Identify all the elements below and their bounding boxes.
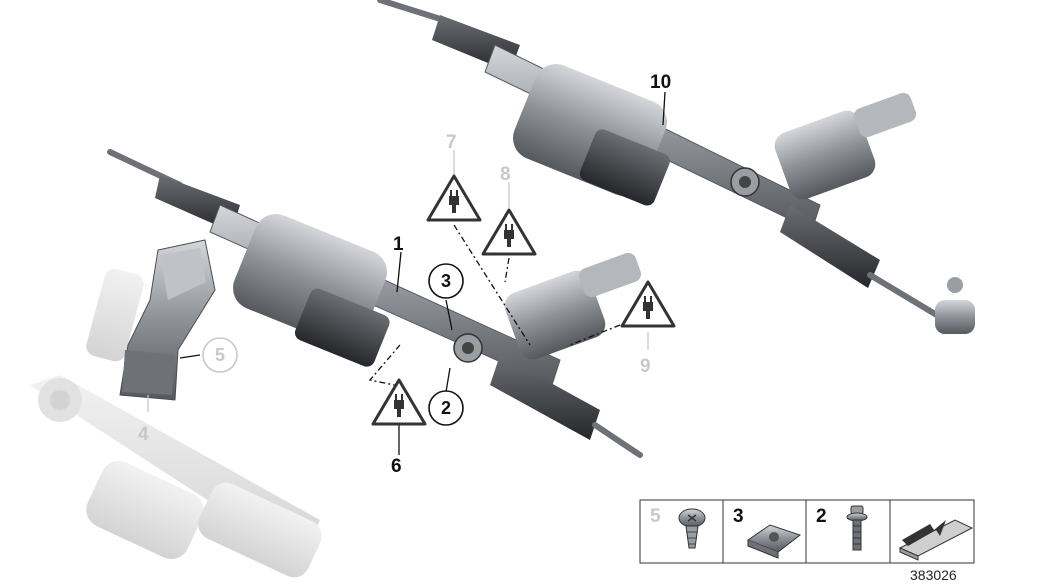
callout-circle-2: 2 [428,390,464,426]
callout-10: 10 [650,72,671,93]
bolt-icon [846,505,868,551]
callout-1: 1 [393,234,404,255]
callout-9: 9 [640,356,651,377]
legend-label-3: 3 [733,506,744,527]
plug-icon [449,190,459,213]
callout-6: 6 [391,456,402,477]
callout-3: 3 [441,271,451,291]
heat-shield [119,239,216,401]
callout-2: 2 [441,398,451,418]
steering-gear-10 [377,0,975,334]
legend-label-2: 2 [816,506,827,527]
ghost-steering-gear [30,268,322,578]
warning-triangle-6 [371,378,427,426]
plug-icon [394,394,404,417]
plug-icon [643,296,653,319]
callout-4: 4 [138,424,149,445]
warning-triangle-9 [620,280,676,328]
leader-lines [147,91,666,455]
callout-circle-5: 5 [202,337,238,373]
warning-triangle-8 [481,208,537,256]
fastener-legend: 5 3 2 [639,499,975,564]
callout-8: 8 [500,164,511,185]
clip-nut-icon [746,524,802,559]
steering-gear-1 [107,149,643,458]
diagram-id-caption: 383026 [910,567,957,583]
callout-5: 5 [215,345,225,365]
filler-arrow-icon [898,519,974,561]
warning-triangle-7 [426,174,482,222]
callout-7: 7 [446,132,457,153]
legend-label-5: 5 [650,506,661,527]
torx-screw-icon [678,508,706,549]
plug-icon [504,224,514,247]
callout-circle-3: 3 [428,263,464,299]
